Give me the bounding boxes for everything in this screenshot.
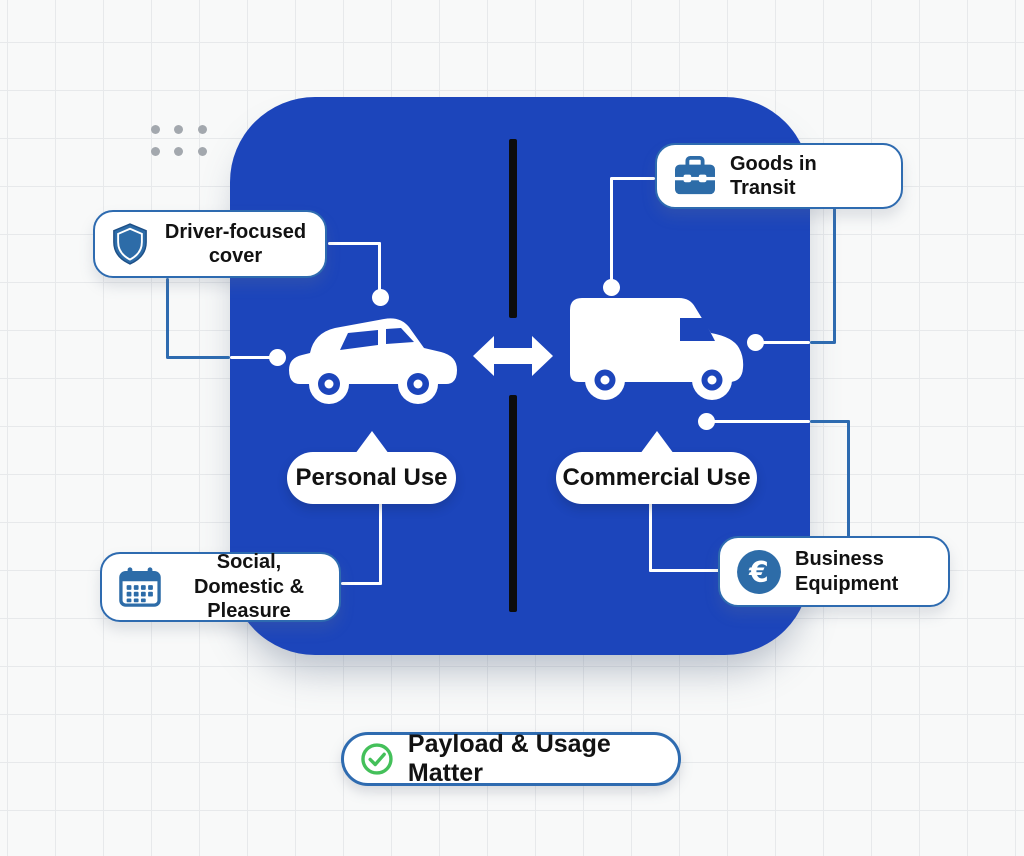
- connector-line: [328, 242, 381, 245]
- connector-line: [762, 341, 810, 344]
- footer-payload-usage: Payload & Usage Matter: [341, 730, 681, 787]
- car-icon: [289, 318, 457, 404]
- divider-line: [509, 395, 517, 612]
- footer-label: Payload & Usage Matter: [407, 730, 611, 787]
- callout-business-equipment: € Business Equipment: [718, 536, 950, 607]
- connector-line: [847, 420, 850, 537]
- connector-line: [713, 420, 810, 423]
- swap-arrow-icon: [473, 336, 553, 376]
- connector-line: [378, 242, 381, 298]
- svg-text:€: €: [748, 555, 769, 588]
- connector-dot: [698, 413, 715, 430]
- connector-line: [230, 356, 275, 359]
- shield-icon: [113, 223, 147, 265]
- bubble-commercial-use: Commercial Use: [556, 431, 757, 504]
- bubble-label: Personal Use: [295, 464, 448, 491]
- connector-line: [810, 420, 850, 423]
- divider-line: [509, 139, 517, 318]
- callout-label: Driver-focused cover: [164, 220, 307, 267]
- connector-dot: [747, 334, 764, 351]
- connector-line: [166, 278, 169, 358]
- connector-line: [341, 582, 382, 585]
- bubble-pointer: [639, 431, 674, 454]
- calendar-icon: [119, 567, 161, 607]
- connector-line: [649, 503, 652, 572]
- connector-line: [833, 208, 836, 343]
- briefcase-icon: [675, 156, 715, 195]
- connector-dot: [269, 349, 286, 366]
- euro-icon: €: [737, 549, 781, 594]
- callout-label: Social, Domestic & Pleasure: [193, 551, 305, 623]
- van-icon: [570, 298, 744, 400]
- connector-dot: [372, 289, 389, 306]
- bubble-personal-use: Personal Use: [287, 431, 456, 504]
- check-icon: [361, 743, 393, 775]
- connector-line: [611, 177, 655, 180]
- callout-driver-focused-cover: Driver-focused cover: [93, 210, 327, 278]
- callout-label: Goods in Transit: [730, 152, 817, 199]
- connector-line: [649, 569, 720, 572]
- connector-line: [810, 341, 836, 344]
- callout-social-domestic-pleasure: Social, Domestic & Pleasure: [100, 551, 341, 623]
- callout-label: Business Equipment: [795, 548, 899, 595]
- callout-goods-in-transit: Goods in Transit: [655, 143, 903, 209]
- connector-line: [379, 503, 382, 585]
- connector-line: [166, 356, 230, 359]
- bubble-pointer: [354, 431, 389, 454]
- connector-dot: [603, 279, 620, 296]
- bubble-label: Commercial Use: [562, 464, 751, 491]
- connector-line: [610, 177, 613, 285]
